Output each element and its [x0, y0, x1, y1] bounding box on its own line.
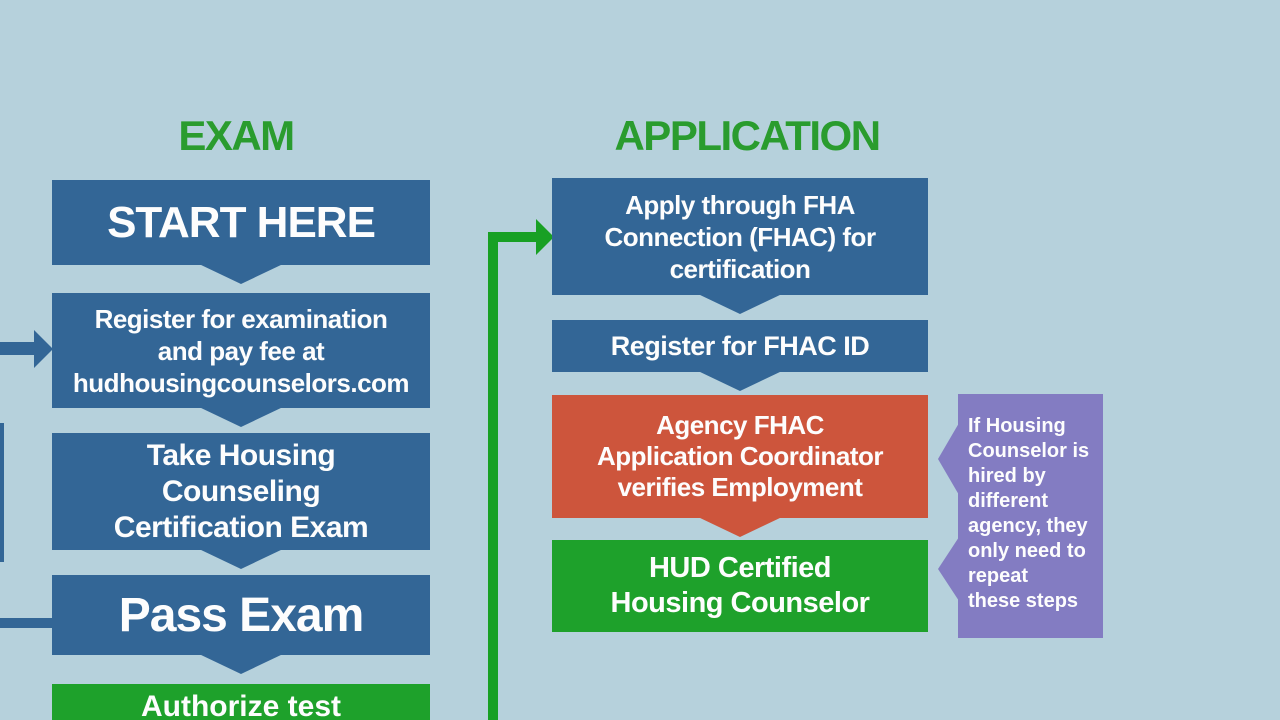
coordinator-line-1: Agency FHAC	[656, 410, 824, 440]
pass-exam-connector-line	[0, 618, 53, 628]
note-line-1: If Housing	[968, 415, 1066, 437]
coordinator-verifies-box: Agency FHAC Application Coordinator veri…	[552, 395, 928, 537]
down-connector	[199, 264, 283, 284]
exam-column-heading: EXAM	[178, 112, 295, 159]
apply-fhac-box: Apply through FHA Connection (FHAC) for …	[552, 178, 928, 314]
note-line-8: these steps	[968, 590, 1079, 612]
pass-exam-box: Pass Exam	[52, 575, 430, 674]
repeat-steps-note-box: If Housing Counselor is hired by differe…	[938, 394, 1103, 638]
apply-fhac-line-3: certification	[669, 253, 811, 284]
apply-fhac-line-2: Connection (FHAC) for	[604, 221, 876, 252]
hud-certified-line-2: Housing Counselor	[610, 587, 870, 619]
down-connector	[698, 371, 782, 391]
note-line-7: repeat	[968, 565, 1029, 587]
green-arrow-vertical-segment	[488, 232, 498, 720]
take-exam-line-2: Counseling	[161, 474, 321, 508]
down-connector	[698, 517, 782, 537]
register-exam-box: Register for examination and pay fee at …	[52, 293, 430, 427]
note-line-2: Counselor is	[968, 440, 1090, 462]
application-column-heading: APPLICATION	[614, 112, 881, 159]
start-here-label: START HERE	[107, 197, 376, 247]
register-fhac-id-label: Register for FHAC ID	[610, 330, 870, 361]
pass-exam-label: Pass Exam	[118, 588, 365, 642]
register-fhac-id-box: Register for FHAC ID	[552, 320, 928, 391]
hud-certified-line-1: HUD Certified	[648, 552, 832, 584]
take-exam-line-1: Take Housing	[146, 438, 336, 472]
note-line-4: different	[968, 490, 1048, 512]
entry-arrow-head-icon	[34, 330, 53, 368]
start-here-box: START HERE	[52, 180, 430, 284]
down-connector	[698, 294, 782, 314]
take-exam-line-3: Certification Exam	[113, 510, 369, 544]
note-pointer-to-certified-icon	[938, 537, 959, 601]
note-pointer-to-coordinator-icon	[938, 423, 959, 495]
down-connector	[199, 654, 283, 674]
note-line-3: hired by	[968, 465, 1046, 487]
take-exam-box: Take Housing Counseling Certification Ex…	[52, 433, 430, 569]
coordinator-line-3: verifies Employment	[617, 472, 863, 502]
green-arrow-horizontal-segment	[488, 232, 538, 242]
green-arrow-head-icon	[536, 219, 554, 255]
down-connector	[199, 407, 283, 427]
register-exam-line-2: and pay fee at	[157, 335, 325, 366]
apply-fhac-line-1: Apply through FHA	[625, 189, 855, 220]
hud-certified-box: HUD Certified Housing Counselor	[552, 540, 928, 632]
down-connector	[199, 549, 283, 569]
authorize-test-box: Authorize test	[52, 684, 430, 720]
entry-arrow-shaft	[0, 342, 35, 355]
note-line-6: only need to	[968, 540, 1086, 562]
left-edge-box-fragment	[0, 423, 4, 562]
note-line-5: agency, they	[968, 515, 1088, 537]
coordinator-line-2: Application Coordinator	[596, 441, 884, 471]
register-exam-line-3: hudhousingcounselors.com	[72, 367, 410, 398]
register-exam-line-1: Register for examination	[94, 303, 388, 334]
authorize-test-label: Authorize test	[140, 690, 341, 720]
